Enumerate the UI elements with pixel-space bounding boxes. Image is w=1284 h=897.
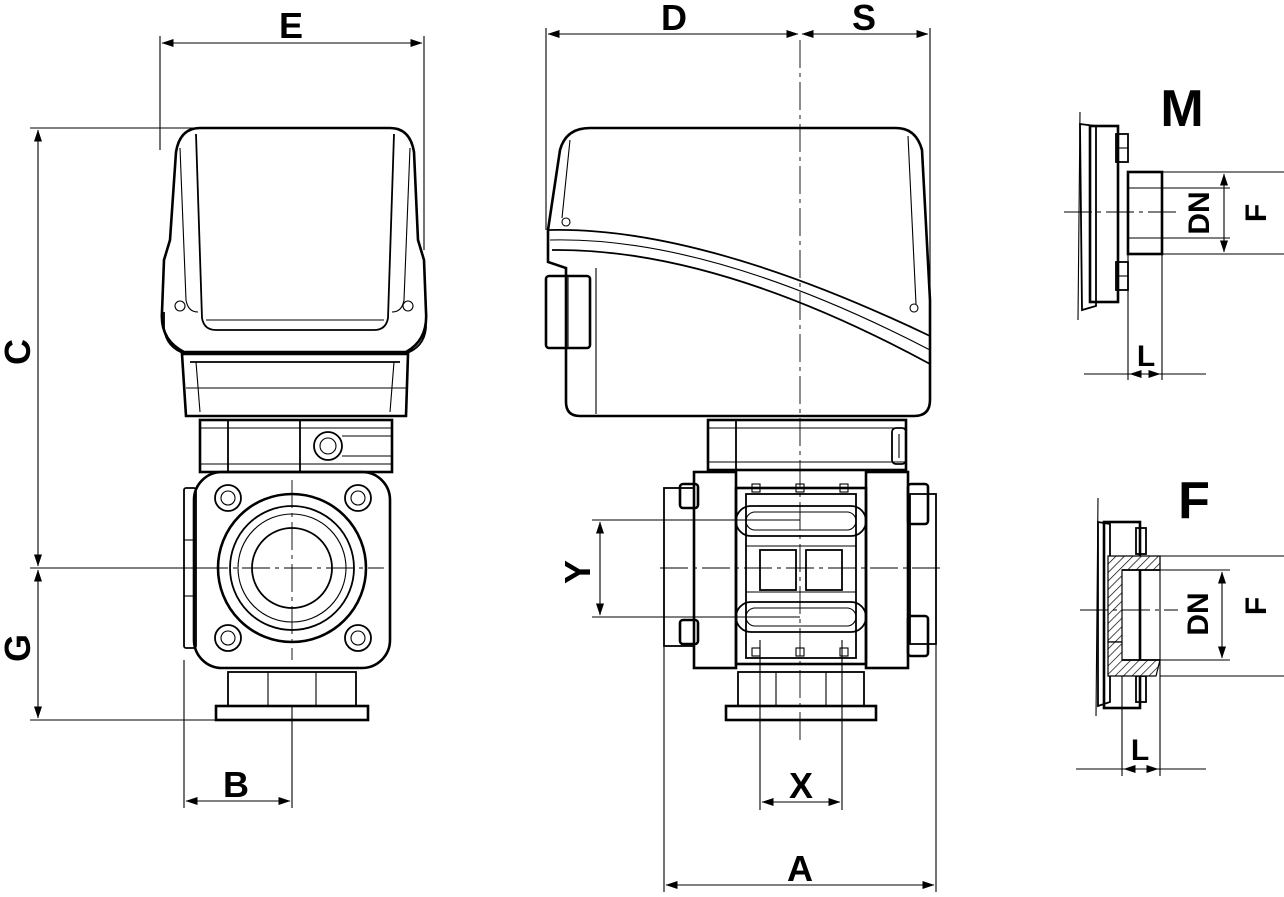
detail-m-dimensions: M DN F L — [1084, 80, 1284, 380]
label-e: E — [279, 5, 303, 46]
dimension-e: E — [159, 5, 425, 250]
dimension-g: G — [0, 567, 220, 721]
label-b: B — [223, 764, 249, 805]
dimension-a: A — [663, 644, 937, 892]
dimension-y: Y — [557, 519, 800, 618]
detail-m-title: M — [1160, 80, 1203, 138]
front-view — [160, 126, 428, 722]
label-d: D — [661, 0, 687, 38]
dimension-s: S — [801, 0, 931, 300]
label-c: C — [0, 339, 38, 365]
label-y: Y — [557, 560, 598, 584]
detail-m-f-label: F — [1240, 204, 1273, 222]
detail-f-title: F — [1178, 472, 1210, 530]
side-view — [544, 40, 940, 740]
dimension-c: C — [0, 127, 196, 567]
detail-f-view — [1080, 497, 1178, 717]
front-valve-body — [183, 470, 392, 722]
front-actuator-housing — [160, 126, 428, 418]
detail-m-view — [1064, 111, 1176, 321]
side-valve-body — [663, 470, 937, 722]
detail-m-l-label: L — [1137, 340, 1155, 373]
dimension-x: X — [759, 640, 843, 810]
detail-f-dn-label: DN — [1182, 592, 1215, 635]
dimension-b: B — [183, 660, 293, 808]
front-coupling — [198, 418, 394, 474]
dimension-d: D — [545, 0, 799, 230]
side-coupling — [706, 418, 908, 472]
detail-m-dn-label: DN — [1183, 191, 1216, 234]
detail-f-f-label: F — [1240, 597, 1273, 615]
label-a: A — [787, 848, 813, 889]
label-x: X — [789, 765, 813, 806]
label-s: S — [852, 0, 876, 38]
label-g: G — [0, 634, 38, 662]
detail-f-l-label: L — [1131, 734, 1149, 767]
detail-f-dimensions: F DN F L — [1076, 472, 1284, 776]
side-actuator-housing — [544, 126, 932, 418]
